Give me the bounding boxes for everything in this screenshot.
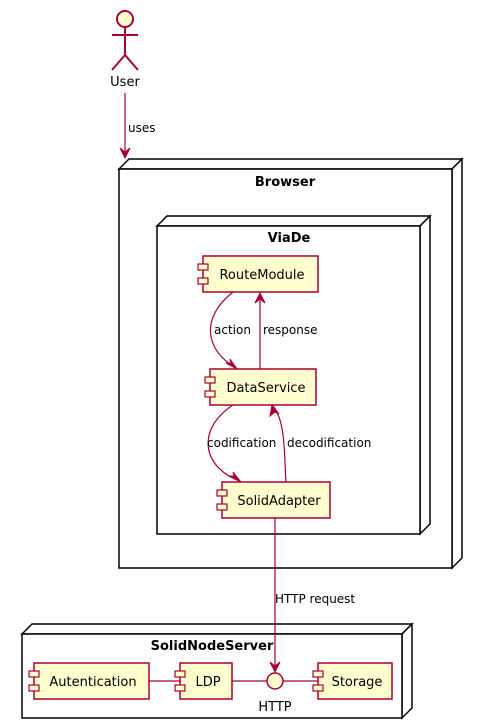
interface-http-label: HTTP — [258, 700, 291, 715]
component-icon — [28, 684, 40, 692]
arrowhead-icon — [119, 147, 131, 160]
arrowhead-icon — [269, 661, 281, 674]
edge-http-request[interactable]: HTTP request — [269, 518, 355, 674]
edge-label: codification — [207, 436, 276, 450]
component-label: Autentication — [49, 675, 136, 690]
edge-decodification[interactable]: decodification — [269, 403, 371, 483]
component-icon — [197, 263, 209, 271]
interface-http-icon — [266, 672, 284, 690]
node-solid-node-server-top — [20, 623, 414, 635]
component-icon — [174, 684, 186, 692]
component-icon — [204, 390, 216, 398]
component-label: Storage — [332, 675, 383, 690]
component-box — [179, 662, 233, 700]
edge-codification[interactable]: codification — [207, 404, 276, 483]
edge-line — [207, 404, 241, 482]
component-box — [317, 662, 393, 700]
component-icon — [28, 670, 40, 678]
component-box — [33, 662, 150, 700]
actor-label: User — [110, 75, 140, 90]
node-solid-node-server-side — [401, 622, 413, 720]
node-browser-side — [451, 157, 463, 570]
node-solid-node-server-title: SolidNodeServer — [151, 639, 274, 654]
component-box — [209, 368, 317, 406]
arrowhead-icon — [254, 291, 266, 304]
arrowhead-icon — [269, 403, 280, 418]
component-ldp[interactable]: LDP — [174, 662, 233, 700]
component-icon — [174, 670, 186, 678]
edge-action[interactable]: action — [209, 291, 251, 370]
edge-response[interactable]: response — [254, 291, 318, 369]
component-autentication[interactable]: Autentication — [28, 662, 150, 700]
node-browser-top — [117, 158, 464, 170]
node-viade-side — [419, 214, 431, 536]
component-data-service[interactable]: DataService — [204, 368, 317, 406]
node-viade-top — [155, 215, 432, 227]
component-storage[interactable]: Storage — [312, 662, 393, 700]
edge-uses[interactable]: uses — [119, 93, 156, 160]
component-icon — [312, 670, 324, 678]
edge-label: HTTP request — [275, 592, 355, 606]
arrowhead-icon — [225, 358, 238, 370]
component-solid-adapter[interactable]: SolidAdapter — [216, 481, 331, 519]
user-actor[interactable]: User — [110, 10, 140, 90]
edge-label: decodification — [287, 436, 371, 450]
component-icon — [216, 489, 228, 497]
edge-label: response — [263, 323, 318, 337]
component-icon — [204, 376, 216, 384]
edge-label: uses — [128, 121, 156, 135]
actor-right-leg — [124, 54, 139, 71]
node-viade-title: ViaDe — [268, 231, 311, 246]
component-icon — [216, 503, 228, 511]
component-box — [221, 481, 331, 519]
component-icon — [197, 277, 209, 285]
edge-label: action — [214, 323, 251, 337]
component-label: RouteModule — [219, 268, 304, 283]
component-label: LDP — [195, 675, 220, 690]
component-route-module[interactable]: RouteModule — [197, 255, 319, 293]
component-label: DataService — [226, 381, 305, 396]
actor-head-icon — [116, 10, 134, 28]
component-box — [202, 255, 319, 293]
component-label: SolidAdapter — [237, 494, 321, 509]
actor-left-leg — [111, 54, 126, 71]
node-browser-title: Browser — [255, 175, 316, 190]
component-icon — [312, 684, 324, 692]
arrowhead-icon — [228, 471, 242, 483]
edge-line — [209, 291, 237, 369]
